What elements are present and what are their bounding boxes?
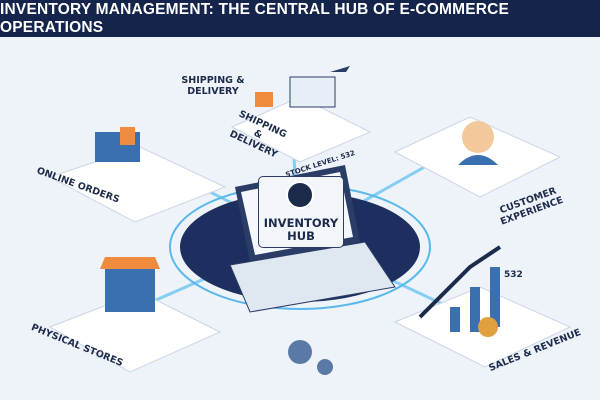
platform-stores — [48, 257, 222, 373]
platform-shipping — [230, 66, 372, 163]
label-shipping-top: SHIPPING & DELIVERY — [181, 75, 245, 97]
box-icon — [286, 181, 314, 209]
platform-customer — [393, 116, 562, 198]
sales-value: 532 — [504, 270, 523, 280]
gear-icon — [288, 340, 333, 375]
page-title: INVENTORY MANAGEMENT: THE CENTRAL HUB OF… — [0, 0, 600, 37]
platform-online-orders — [48, 127, 227, 223]
platform-sales — [393, 245, 572, 368]
